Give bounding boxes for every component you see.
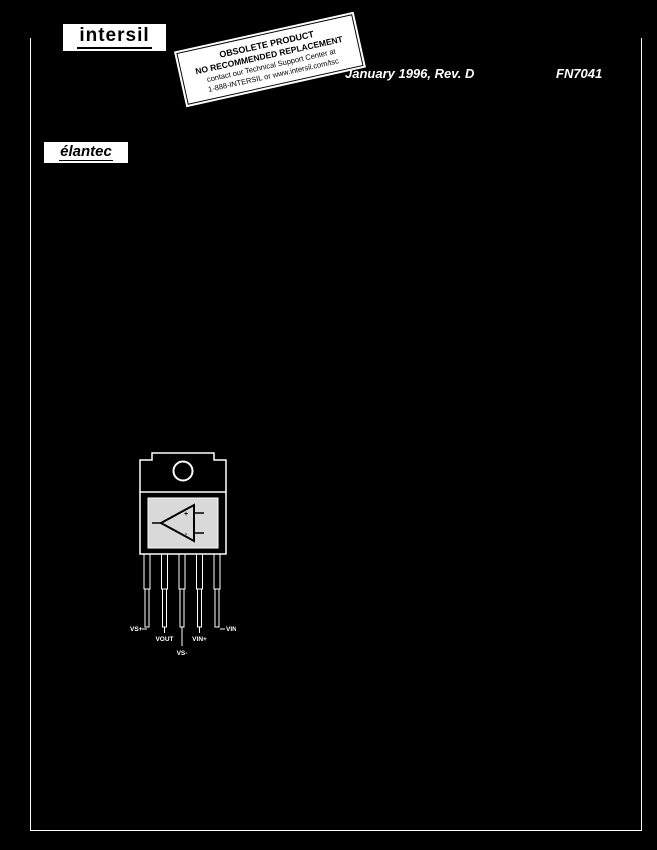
pin-label-vin-plus: VIN+	[192, 636, 207, 643]
elantec-logo-text: élantec	[59, 143, 113, 161]
lead-5-lower	[214, 588, 220, 628]
document-number: FN7041	[556, 66, 603, 81]
package-pinout-diagram: + -	[130, 450, 236, 662]
intersil-logo: intersil	[63, 24, 166, 51]
package-leads	[143, 553, 221, 628]
lead-4-lower	[197, 588, 202, 628]
elantec-logo: élantec	[44, 142, 128, 163]
pin-label-vin-minus: VIN-	[226, 626, 236, 633]
opamp-symbol-icon: + -	[152, 503, 204, 543]
revision-date: January 1996, Rev. D	[345, 66, 475, 81]
page-border-left	[30, 38, 31, 831]
page-border-right	[641, 38, 642, 831]
lead-3-upper	[178, 553, 186, 590]
page-border-bottom	[30, 830, 642, 831]
lead-5-upper	[213, 553, 221, 590]
lead-2-upper	[161, 553, 168, 590]
mounting-hole-icon	[172, 460, 194, 482]
lead-4-upper	[196, 553, 203, 590]
package-tab-outline	[139, 452, 227, 492]
lead-3-lower	[179, 588, 185, 628]
pin-label-vout: VOUT	[155, 636, 173, 643]
lead-1-upper	[143, 553, 151, 590]
obsolete-product-stamp: OBSOLETE PRODUCT NO RECOMMENDED REPLACEM…	[174, 10, 366, 109]
opamp-minus-sign: -	[185, 531, 188, 538]
opamp-plus-sign: +	[184, 511, 188, 518]
pin-leader-lines	[142, 627, 225, 646]
intersil-logo-text: intersil	[77, 26, 152, 49]
pin-label-vs-minus: VS-	[177, 650, 188, 657]
opamp-triangle	[158, 503, 195, 543]
pin-label-vs-plus: VS+	[130, 626, 143, 633]
lead-2-lower	[162, 588, 167, 628]
lead-1-lower	[144, 588, 150, 628]
